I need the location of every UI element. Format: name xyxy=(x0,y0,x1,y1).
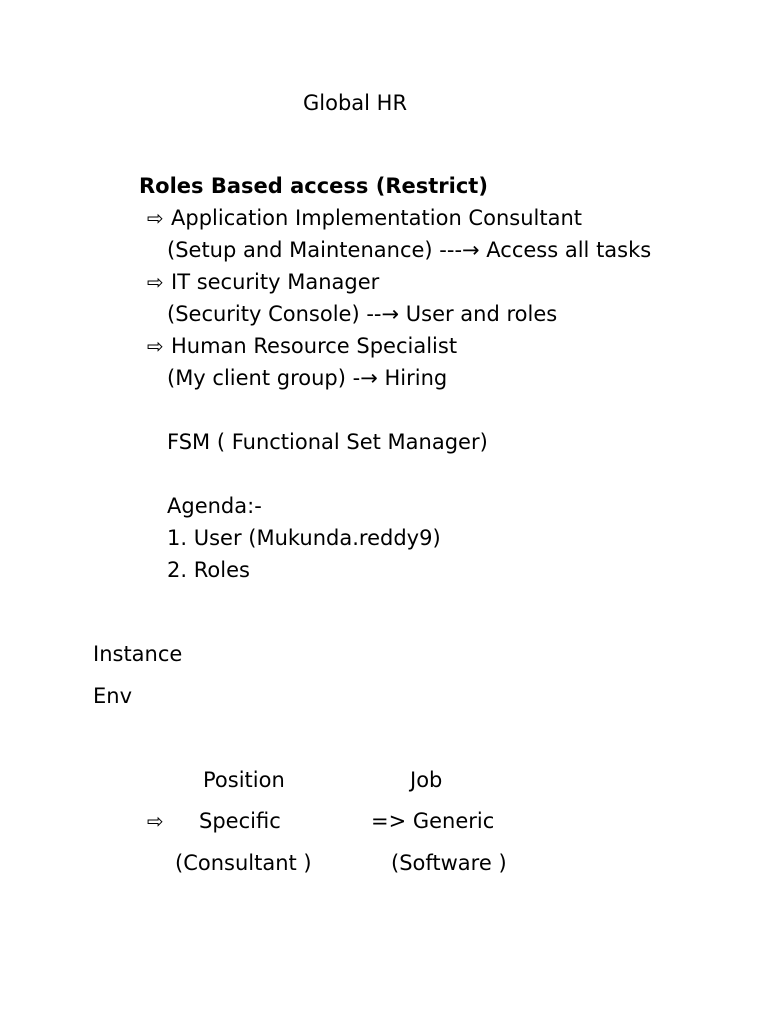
right-arrow-icon: ⇨ xyxy=(147,206,164,230)
position-value: Specific xyxy=(199,809,281,833)
role-item-security-manager: ⇨ IT security Manager xyxy=(147,268,379,296)
agenda-number: 1. xyxy=(167,526,188,550)
column-header-job: Job xyxy=(410,768,443,792)
job-value: => Generic xyxy=(371,809,495,833)
role-item-consultant: ⇨ Application Implementation Consultant xyxy=(147,204,582,232)
agenda-label: Agenda:- xyxy=(167,494,262,518)
agenda-item: 2. Roles xyxy=(167,556,250,584)
agenda-number: 2. xyxy=(167,558,188,582)
agenda-text: User (Mukunda.reddy9) xyxy=(193,526,441,550)
role-detail: (My client group) -→ Hiring xyxy=(167,366,448,390)
fsm-line: FSM ( Functional Set Manager) xyxy=(167,430,488,454)
right-arrow-icon: ⇨ xyxy=(147,334,164,358)
term-instance: Instance xyxy=(93,642,183,666)
right-arrow-icon: ⇨ xyxy=(147,809,164,833)
role-item-hr-specialist: ⇨ Human Resource Specialist xyxy=(147,332,457,360)
comparison-bullet: ⇨ xyxy=(147,807,171,835)
role-detail: (Security Console) --→ User and roles xyxy=(167,302,558,326)
right-arrow-icon: ⇨ xyxy=(147,270,164,294)
page-title: Global HR xyxy=(303,91,408,115)
job-example: (Software ) xyxy=(391,851,507,875)
role-detail: (Setup and Maintenance) ---→ Access all … xyxy=(167,238,652,262)
role-name: Application Implementation Consultant xyxy=(171,206,582,230)
column-header-position: Position xyxy=(203,768,285,792)
role-name: Human Resource Specialist xyxy=(171,334,458,358)
term-env: Env xyxy=(93,684,133,708)
roles-heading: Roles Based access (Restrict) xyxy=(139,174,488,198)
role-name: IT security Manager xyxy=(171,270,380,294)
agenda-item: 1. User (Mukunda.reddy9) xyxy=(167,524,441,552)
position-example: (Consultant ) xyxy=(175,851,312,875)
agenda-text: Roles xyxy=(193,558,250,582)
